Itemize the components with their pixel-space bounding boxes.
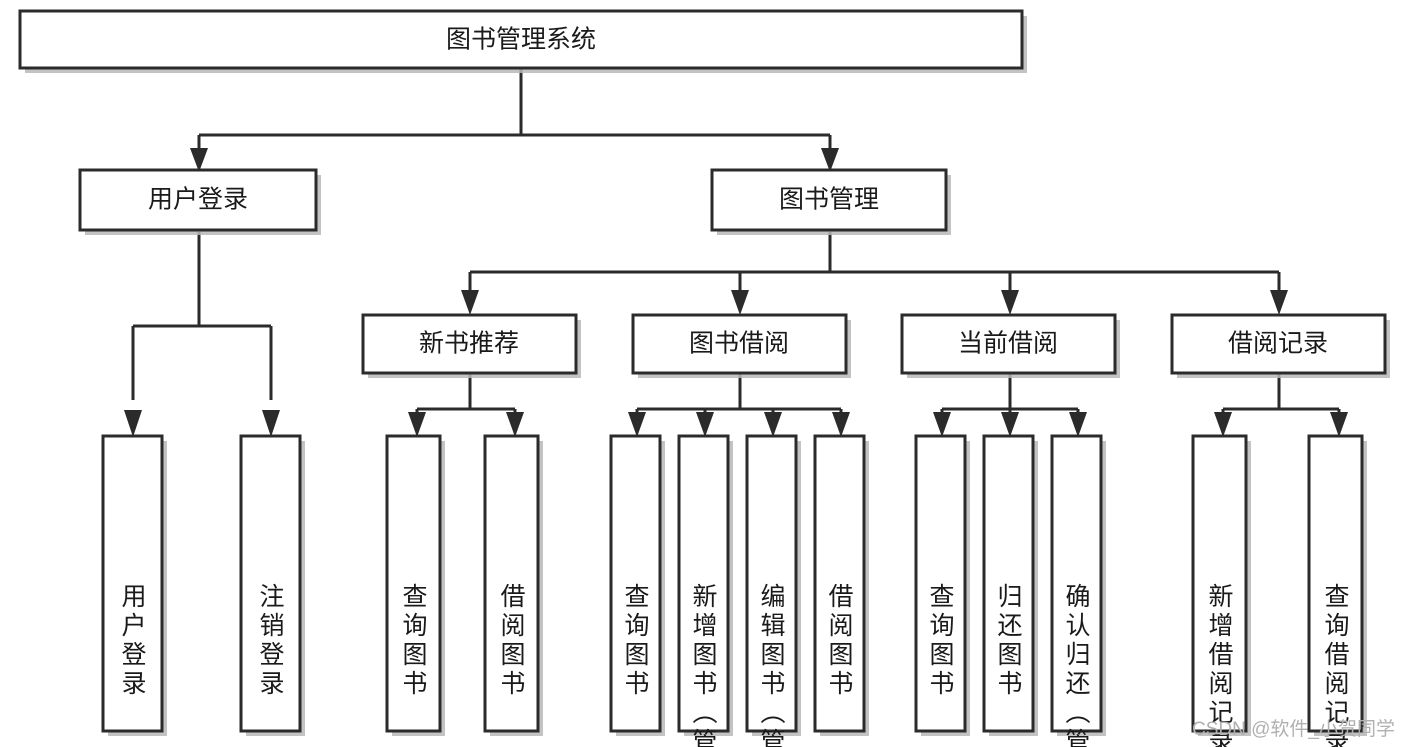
node-newbook-label: 新书推荐	[419, 330, 519, 358]
arrow-head-leaf-8	[832, 412, 850, 437]
node-current[interactable]: 当前借阅	[900, 313, 1120, 378]
node-newbook[interactable]: 新书推荐	[361, 313, 581, 378]
arrow-head-leaf-5	[628, 412, 646, 437]
node-leaf-11[interactable]: 确认归还（管理员）	[1050, 434, 1106, 747]
node-leaf-2-label: 注销登录	[256, 583, 285, 699]
node-leaf-1[interactable]: 用户登录	[101, 434, 167, 736]
arrow-head-leaf-7	[764, 412, 782, 437]
node-leaf-8-label: 借阅图书	[825, 583, 854, 699]
node-leaf-10[interactable]: 归还图书	[982, 434, 1038, 736]
node-leaf-8-box[interactable]	[813, 434, 866, 733]
node-leaf-9[interactable]: 查询图书	[914, 434, 970, 736]
arrow-head-leaf-10	[1001, 412, 1019, 437]
node-leaf-5-box[interactable]	[609, 434, 662, 733]
node-newbook-box[interactable]	[361, 313, 578, 375]
arrow-head-records	[1270, 290, 1288, 315]
node-leaf-10-label: 归还图书	[994, 583, 1023, 699]
node-leaf-5-label: 查询图书	[621, 583, 650, 699]
node-borrow[interactable]: 图书借阅	[631, 313, 851, 378]
node-leaf-11-box[interactable]	[1050, 434, 1103, 733]
arrow-head-leaf-1	[124, 410, 142, 437]
node-leaf-7-label: 编辑图书（管理员）	[757, 583, 786, 747]
arrow-head-leaf-4	[506, 412, 524, 437]
node-current-box[interactable]	[900, 313, 1117, 375]
arrow-head-leaf-3	[408, 412, 426, 437]
node-leaf-9-box[interactable]	[914, 434, 967, 733]
arrow-head-leaf-11	[1069, 412, 1087, 437]
node-leaf-1-label: 用户登录	[118, 583, 147, 699]
arrow-head-leaf-9	[933, 412, 951, 437]
node-leaf-5[interactable]: 查询图书	[609, 434, 665, 736]
arrow-head-leaf-12	[1214, 412, 1232, 437]
node-leaf-2[interactable]: 注销登录	[239, 434, 305, 736]
node-leaf-3-label: 查询图书	[399, 583, 428, 699]
node-leaf-3[interactable]: 查询图书	[385, 434, 445, 736]
node-records-label: 借阅记录	[1228, 330, 1328, 358]
node-leaf-6-box[interactable]	[677, 434, 730, 733]
node-leaf-12-box[interactable]	[1191, 434, 1248, 733]
arrow-head-leaf-6	[696, 412, 714, 437]
node-leaf-7[interactable]: 编辑图书（管理员）	[745, 434, 801, 747]
node-leaf-4-label: 借阅图书	[497, 583, 526, 699]
node-leaf-7-box[interactable]	[745, 434, 798, 733]
node-leaf-13[interactable]: 查询借阅记录	[1307, 434, 1367, 747]
node-leaf-12[interactable]: 新增借阅记录	[1191, 434, 1251, 747]
arrow-head-newbook	[461, 290, 479, 315]
arrow-head-borrow	[731, 290, 749, 315]
node-root[interactable]: 图书管理系统	[18, 9, 1027, 73]
node-bookmgmt-box[interactable]	[710, 168, 948, 232]
node-leaf-13-box[interactable]	[1307, 434, 1364, 733]
node-bookmgmt[interactable]: 图书管理	[710, 168, 951, 235]
arrow-head-bookmgmt	[821, 148, 839, 172]
node-root-box[interactable]	[18, 9, 1024, 70]
node-current-label: 当前借阅	[958, 330, 1058, 358]
node-leaf-4[interactable]: 借阅图书	[483, 434, 543, 736]
node-leaf-13-label: 查询借阅记录	[1321, 583, 1350, 747]
node-leaf-4-box[interactable]	[483, 434, 540, 733]
node-login[interactable]: 用户登录	[78, 168, 321, 235]
node-bookmgmt-label: 图书管理	[779, 186, 879, 214]
node-leaf-2-box[interactable]	[239, 434, 302, 733]
node-leaf-9-label: 查询图书	[926, 583, 955, 699]
node-leaf-3-box[interactable]	[385, 434, 442, 733]
node-root-label: 图书管理系统	[446, 26, 596, 54]
node-records-box[interactable]	[1170, 313, 1387, 375]
node-login-label: 用户登录	[148, 186, 248, 214]
node-records[interactable]: 借阅记录	[1170, 313, 1390, 378]
arrow-head-current	[1001, 290, 1019, 315]
node-login-box[interactable]	[78, 168, 318, 232]
arrow-head-leaf-2	[262, 410, 280, 437]
node-leaf-12-label: 新增借阅记录	[1205, 583, 1234, 747]
node-borrow-label: 图书借阅	[689, 330, 789, 358]
node-leaf-8[interactable]: 借阅图书	[813, 434, 869, 736]
connector-layer	[124, 68, 1348, 437]
arrow-head-leaf-13	[1330, 412, 1348, 437]
node-leaf-6[interactable]: 新增图书（管理员）	[677, 434, 733, 747]
node-leaf-10-box[interactable]	[982, 434, 1035, 733]
node-leaf-6-label: 新增图书（管理员）	[689, 583, 718, 747]
node-borrow-box[interactable]	[631, 313, 848, 375]
node-leaf-11-label: 确认归还（管理员）	[1062, 583, 1091, 747]
node-leaf-1-box[interactable]	[101, 434, 164, 733]
arrow-head-login	[190, 148, 208, 172]
